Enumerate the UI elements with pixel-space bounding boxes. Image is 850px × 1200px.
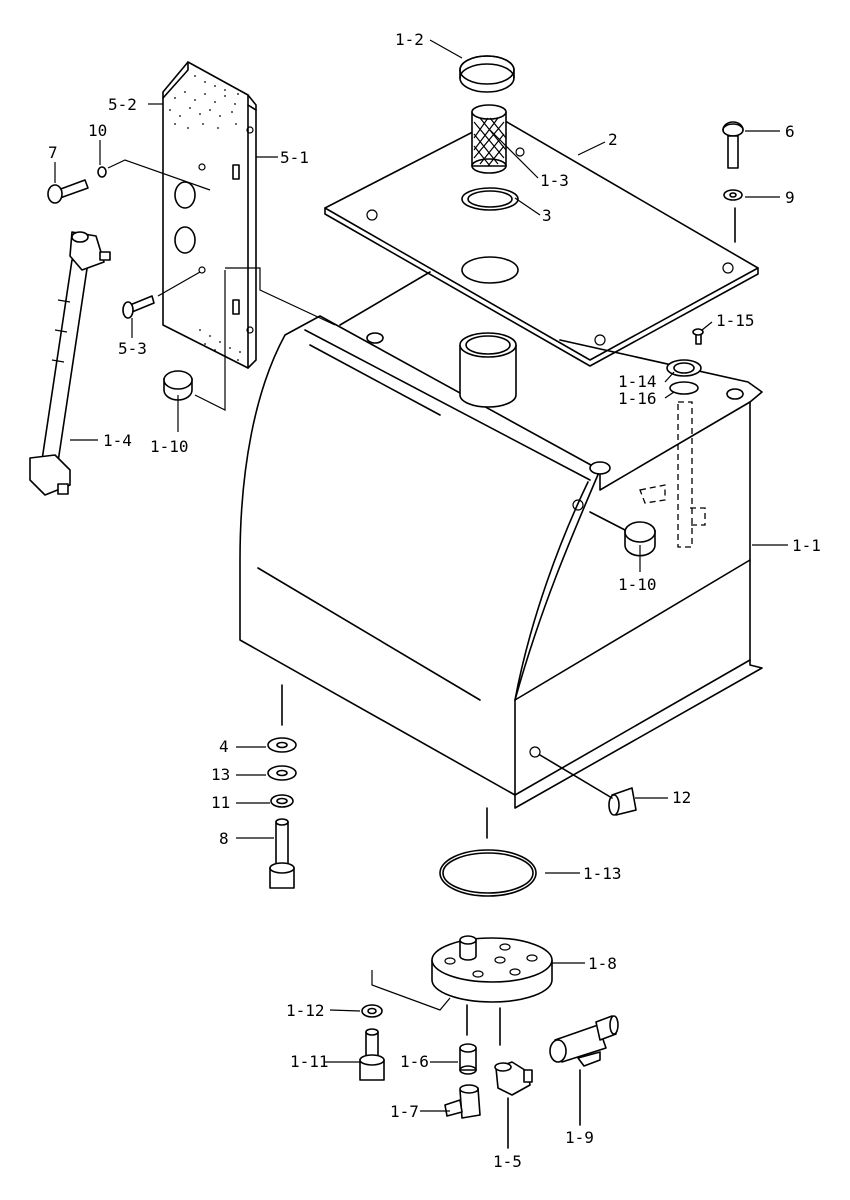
tie-rod bbox=[29, 231, 111, 496]
label-1-4: 1-4 bbox=[103, 431, 132, 450]
filler-cap bbox=[459, 55, 515, 93]
bolt-7 bbox=[47, 159, 211, 204]
mount-stack bbox=[267, 684, 297, 889]
cover-plate bbox=[324, 117, 759, 367]
bolt-6 bbox=[722, 121, 744, 243]
label-3: 3 bbox=[542, 206, 552, 225]
label-1-5: 1-5 bbox=[493, 1152, 522, 1171]
label-1-1: 1-1 bbox=[792, 536, 821, 555]
plug-12 bbox=[539, 754, 637, 816]
label-1-8: 1-8 bbox=[588, 954, 617, 973]
leader-lines bbox=[54, 39, 788, 1112]
label-8: 8 bbox=[219, 829, 229, 848]
label-1-16: 1-16 bbox=[618, 389, 657, 408]
label-1-14: 1-14 bbox=[618, 372, 657, 391]
elbow-fitting bbox=[494, 1061, 533, 1149]
label-7: 7 bbox=[48, 143, 58, 162]
bottom-flange bbox=[371, 935, 553, 1046]
label-2: 2 bbox=[608, 130, 618, 149]
label-1-2: 1-2 bbox=[395, 30, 424, 49]
label-6: 6 bbox=[785, 122, 795, 141]
label-13: 13 bbox=[211, 765, 230, 784]
label-4: 4 bbox=[219, 737, 229, 756]
drain-plug-left bbox=[163, 270, 226, 411]
label-12: 12 bbox=[672, 788, 691, 807]
drain-plug-right bbox=[589, 511, 656, 557]
label-1-9: 1-9 bbox=[565, 1128, 594, 1147]
label-1-10-left: 1-10 bbox=[150, 437, 189, 456]
valve-1-9 bbox=[549, 1015, 619, 1126]
label-1-15: 1-15 bbox=[716, 311, 755, 330]
level-gauge-cap bbox=[666, 328, 704, 395]
label-1-11: 1-11 bbox=[290, 1052, 329, 1071]
label-1-6: 1-6 bbox=[400, 1052, 429, 1071]
o-ring bbox=[439, 807, 537, 897]
label-1-3: 1-3 bbox=[540, 171, 569, 190]
label-11: 11 bbox=[211, 793, 230, 812]
label-5-3: 5-3 bbox=[118, 339, 147, 358]
label-9: 9 bbox=[785, 188, 795, 207]
label-5-1: 5-1 bbox=[280, 148, 309, 167]
label-1-10-right: 1-10 bbox=[618, 575, 657, 594]
label-1-12: 1-12 bbox=[286, 1001, 325, 1020]
tank-body bbox=[239, 271, 763, 809]
label-1-7: 1-7 bbox=[390, 1102, 419, 1121]
pin-5-3 bbox=[122, 271, 201, 319]
fitting-1-6 bbox=[459, 1043, 477, 1075]
label-10: 10 bbox=[88, 121, 107, 140]
label-5-2: 5-2 bbox=[108, 95, 137, 114]
side-panel bbox=[162, 61, 336, 369]
bolt-1-11 bbox=[359, 1004, 385, 1081]
label-1-13: 1-13 bbox=[583, 864, 622, 883]
tee-fitting bbox=[444, 1084, 481, 1119]
gasket-ring bbox=[461, 187, 519, 211]
part-labels: 1-2 1-3 3 2 6 9 1-15 1-14 1-16 1-1 1-10 … bbox=[48, 30, 821, 1171]
strainer bbox=[471, 104, 507, 174]
